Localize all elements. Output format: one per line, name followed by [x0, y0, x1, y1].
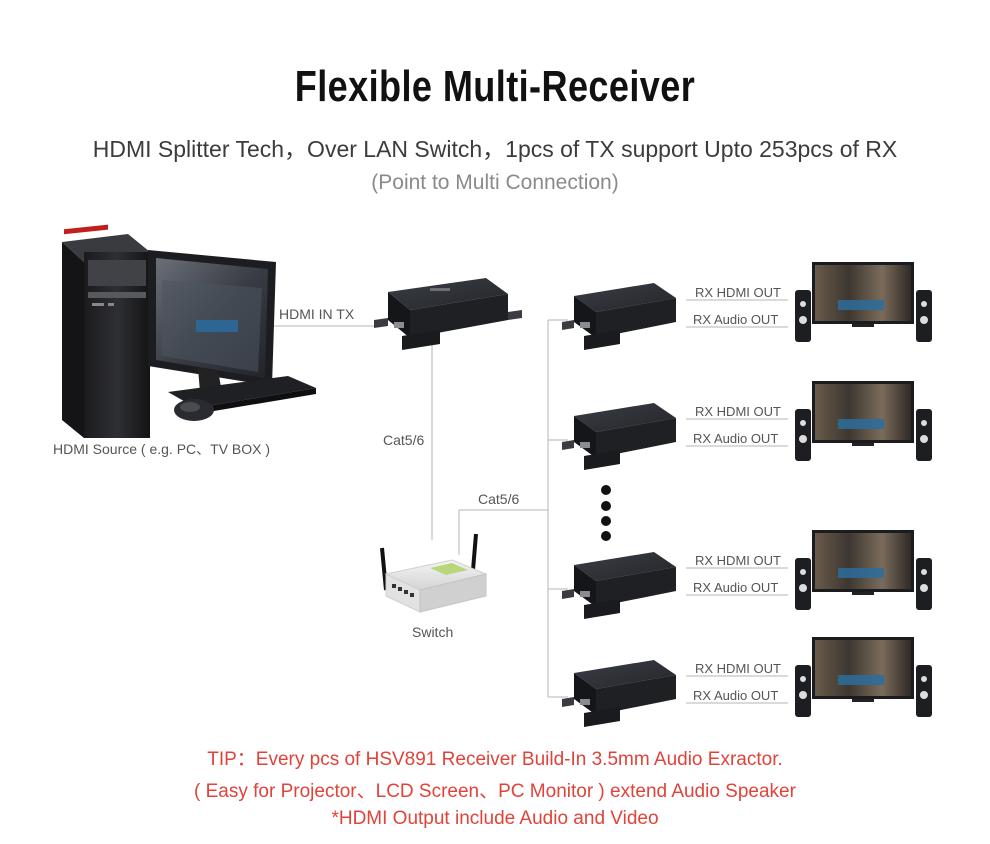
rx-hdmi-out-label: RX HDMI OUT	[695, 285, 781, 300]
rx-hdmi-out-label: RX HDMI OUT	[695, 553, 781, 568]
mouse-icon	[174, 399, 214, 421]
tv-speaker-set	[795, 637, 932, 717]
keyboard-icon	[168, 376, 316, 414]
connection-lines	[268, 299, 788, 704]
page-subtitle-secondary: (Point to Multi Connection)	[371, 171, 619, 194]
tip-line-1: TIP：Every pcs of HSV891 Receiver Build-I…	[207, 749, 783, 770]
monitor-icon	[148, 250, 276, 399]
switch-device-icon	[380, 533, 488, 613]
rx-audio-out-label: RX Audio OUT	[693, 688, 779, 703]
rx-hdmi-out-label: RX HDMI OUT	[695, 661, 781, 676]
more-receivers-dots	[601, 485, 611, 541]
rx-audio-out-label: RX Audio OUT	[693, 431, 779, 446]
tv-speaker-set	[795, 530, 932, 610]
rx-device-icon	[562, 283, 676, 350]
tip-line-3: *HDMI Output include Audio and Video	[331, 808, 659, 829]
tx-device-icon	[374, 278, 522, 350]
rx-device-icon	[562, 660, 676, 727]
hdmi-in-tx-label: HDMI IN TX	[279, 306, 355, 322]
switch-to-bus-line	[458, 509, 548, 555]
rx-hdmi-out-label: RX HDMI OUT	[695, 404, 781, 419]
rx-audio-out-label: RX Audio OUT	[693, 580, 779, 595]
rx-device-icon	[562, 552, 676, 619]
rx-device-icon	[562, 403, 676, 470]
page-subtitle: HDMI Splitter Tech，Over LAN Switch，1pcs …	[92, 136, 898, 162]
tip-line-2: ( Easy for Projector、LCD Screen、PC Monit…	[194, 781, 796, 802]
tv-speaker-set	[795, 381, 932, 461]
cat-link-label-tx: Cat5/6	[383, 432, 425, 448]
pc-tower-icon	[62, 224, 150, 438]
hdmi-source-label: HDMI Source ( e.g. PC、TV BOX )	[53, 441, 271, 457]
switch-label: Switch	[412, 624, 454, 640]
cat-link-label-rx: Cat5/6	[478, 491, 520, 507]
rx-audio-out-label: RX Audio OUT	[693, 312, 779, 327]
tv-speaker-set	[795, 262, 932, 342]
page-title: Flexible Multi-Receiver	[294, 62, 696, 111]
